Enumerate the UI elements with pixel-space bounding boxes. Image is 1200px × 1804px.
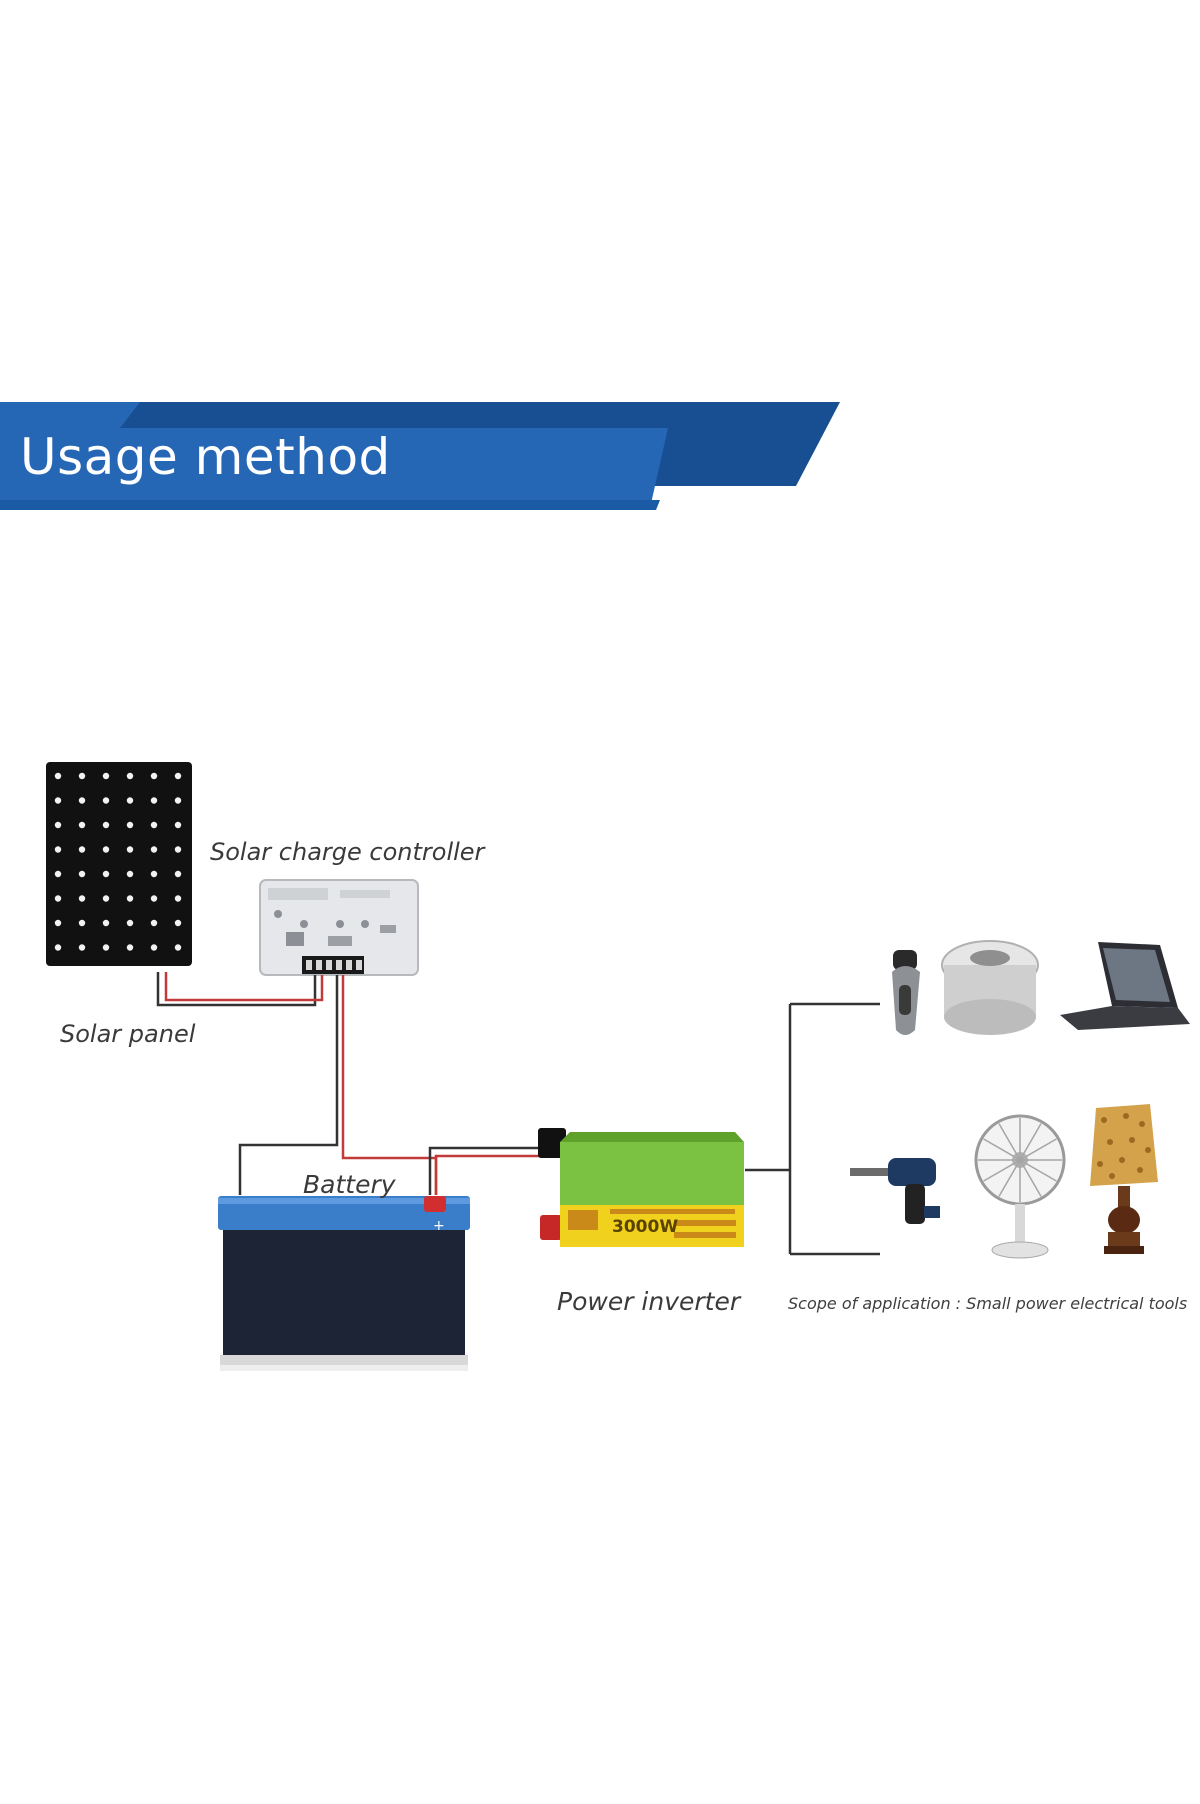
svg-text:+: + (433, 1218, 445, 1234)
lamp-icon (1090, 1104, 1158, 1254)
laptop-icon (1060, 942, 1190, 1030)
wiring (156, 972, 880, 1256)
usage-banner (0, 402, 840, 510)
charge-controller-label: Solar charge controller (210, 838, 485, 866)
drill-icon (850, 1158, 940, 1224)
shaver-icon (892, 950, 920, 1035)
page-title: Usage method (20, 428, 391, 486)
rice-cooker-icon (941, 940, 1039, 1035)
battery: + (218, 1196, 470, 1371)
charge-controller (259, 879, 419, 976)
inverter-wattage: 3000W (612, 1217, 679, 1237)
fan-icon (974, 1114, 1066, 1259)
scope-caption: Scope of application : Small power elect… (788, 1294, 1188, 1313)
power-inverter (538, 1128, 744, 1247)
solar-panel-label: Solar panel (60, 1020, 196, 1048)
power-inverter-label: Power inverter (557, 1287, 741, 1316)
solar-panel (46, 762, 192, 966)
battery-label: Battery (303, 1170, 396, 1199)
